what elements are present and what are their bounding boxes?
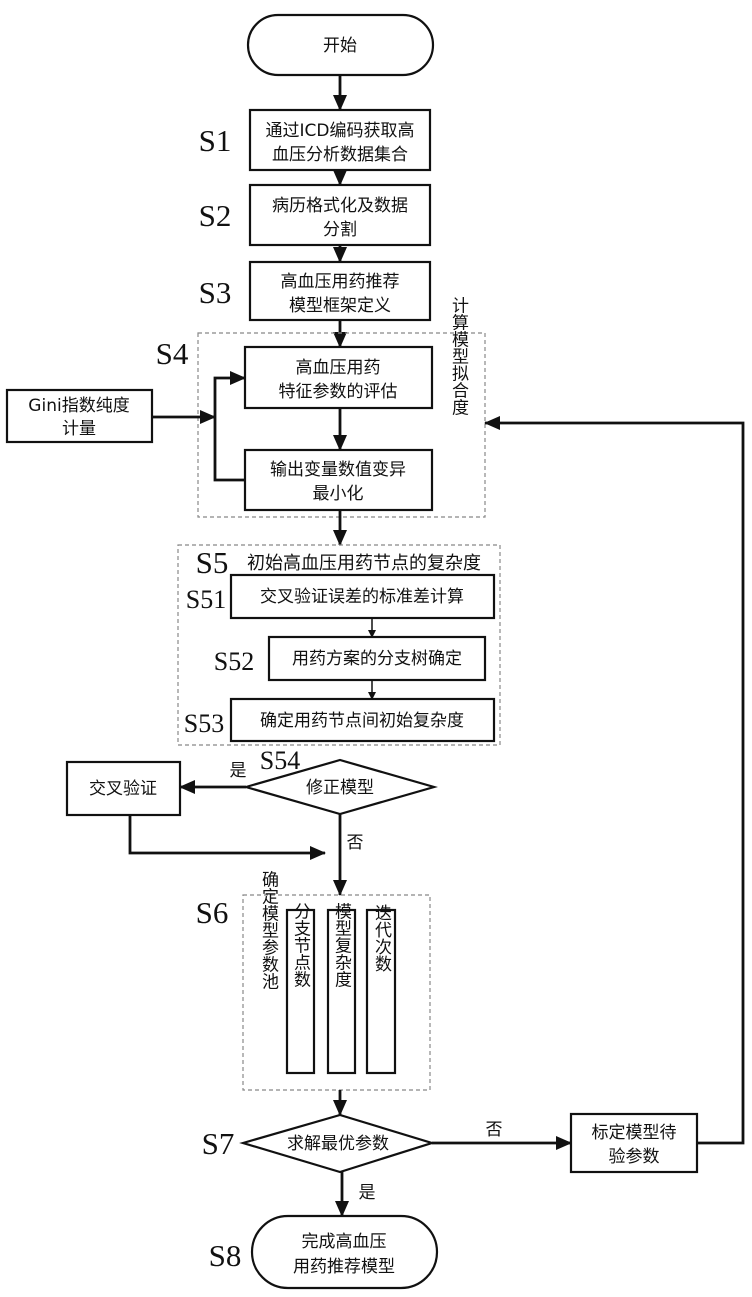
svg-text:计量: 计量 (62, 419, 96, 439)
step-label-s7: S7 (202, 1126, 235, 1161)
svg-text:用药方案的分支树确定: 用药方案的分支树确定 (292, 649, 462, 669)
step-label-s2: S2 (199, 198, 232, 233)
param-model-complexity: 模型复杂度 (328, 902, 355, 1073)
parameter-pool-label: 确定模型参数池 (258, 870, 279, 989)
svg-text:确定用药节点间初始复杂度: 确定用药节点间初始复杂度 (260, 711, 464, 731)
variance-minimization-box: 输出变量数值变异 最小化 (245, 450, 432, 510)
svg-text:最小化: 最小化 (313, 484, 364, 504)
svg-text:高血压用药: 高血压用药 (296, 358, 381, 378)
no-label: 否 (486, 1120, 503, 1140)
step-s3-box: 高血压用药推荐 模型框架定义 (250, 262, 430, 320)
svg-text:修正模型: 修正模型 (306, 778, 374, 798)
svg-text:分割: 分割 (323, 220, 357, 240)
svg-text:交叉验证: 交叉验证 (89, 779, 157, 799)
svg-text:高血压用药推荐: 高血压用药推荐 (281, 272, 400, 292)
arrow (130, 815, 325, 853)
step-s1-box: 通过ICD编码获取高 血压分析数据集合 (250, 110, 430, 170)
step-s53-box: 确定用药节点间初始复杂度 (231, 699, 494, 741)
loop-arrow (215, 378, 245, 480)
svg-text:Gini指数纯度: Gini指数纯度 (28, 396, 129, 416)
svg-text:模型复杂度: 模型复杂度 (331, 902, 352, 987)
step-s51-box: 交叉验证误差的标准差计算 (231, 575, 494, 618)
svg-text:开始: 开始 (323, 36, 357, 56)
svg-text:标定模型待: 标定模型待 (592, 1123, 677, 1143)
yes-label: 是 (230, 761, 247, 781)
svg-text:求解最优参数: 求解最优参数 (287, 1134, 389, 1154)
svg-text:验参数: 验参数 (609, 1147, 660, 1167)
svg-text:模型框架定义: 模型框架定义 (289, 296, 391, 316)
svg-text:用药推荐模型: 用药推荐模型 (293, 1257, 395, 1277)
step-label-s6: S6 (196, 895, 229, 930)
step-label-s51: S51 (186, 585, 226, 614)
step-label-s1: S1 (199, 123, 232, 158)
no-label: 否 (347, 833, 364, 853)
step-s52-box: 用药方案的分支树确定 (269, 637, 485, 680)
step-label-s3: S3 (199, 275, 232, 310)
start-terminator: 开始 (248, 15, 433, 75)
feature-evaluation-box: 高血压用药 特征参数的评估 (245, 347, 432, 408)
step-s5-title: 初始高血压用药节点的复杂度 (247, 553, 481, 574)
step-label-s5: S5 (196, 545, 229, 580)
yes-label: 是 (359, 1183, 376, 1203)
svg-text:通过ICD编码获取高: 通过ICD编码获取高 (266, 121, 415, 141)
step-label-s4: S4 (156, 336, 189, 371)
calibrate-params-box: 标定模型待 验参数 (571, 1114, 697, 1172)
param-branch-nodes: 分支节点数 (287, 902, 314, 1073)
model-fit-label: 计算模型拟合度 (448, 296, 469, 415)
param-iterations: 迭代次数 (367, 904, 395, 1073)
gini-box: Gini指数纯度 计量 (7, 390, 152, 442)
step-label-s52: S52 (214, 647, 254, 676)
end-terminator: 完成高血压 用药推荐模型 (252, 1216, 437, 1288)
cross-validation-box: 交叉验证 (67, 762, 180, 815)
svg-text:病历格式化及数据: 病历格式化及数据 (272, 196, 408, 216)
step-label-s53: S53 (184, 709, 224, 738)
svg-text:迭代次数: 迭代次数 (371, 904, 392, 972)
optimal-params-decision: 求解最优参数 (243, 1115, 432, 1172)
svg-text:特征参数的评估: 特征参数的评估 (279, 382, 398, 402)
step-label-s8: S8 (209, 1238, 242, 1273)
step-label-s54: S54 (260, 746, 300, 775)
feedback-arrow (485, 423, 743, 1143)
svg-text:输出变量数值变异: 输出变量数值变异 (270, 460, 406, 480)
step-s2-box: 病历格式化及数据 分割 (250, 185, 430, 245)
svg-text:血压分析数据集合: 血压分析数据集合 (272, 145, 408, 165)
svg-text:分支节点数: 分支节点数 (290, 902, 311, 987)
svg-text:完成高血压: 完成高血压 (302, 1232, 387, 1252)
svg-text:交叉验证误差的标准差计算: 交叉验证误差的标准差计算 (260, 587, 464, 607)
